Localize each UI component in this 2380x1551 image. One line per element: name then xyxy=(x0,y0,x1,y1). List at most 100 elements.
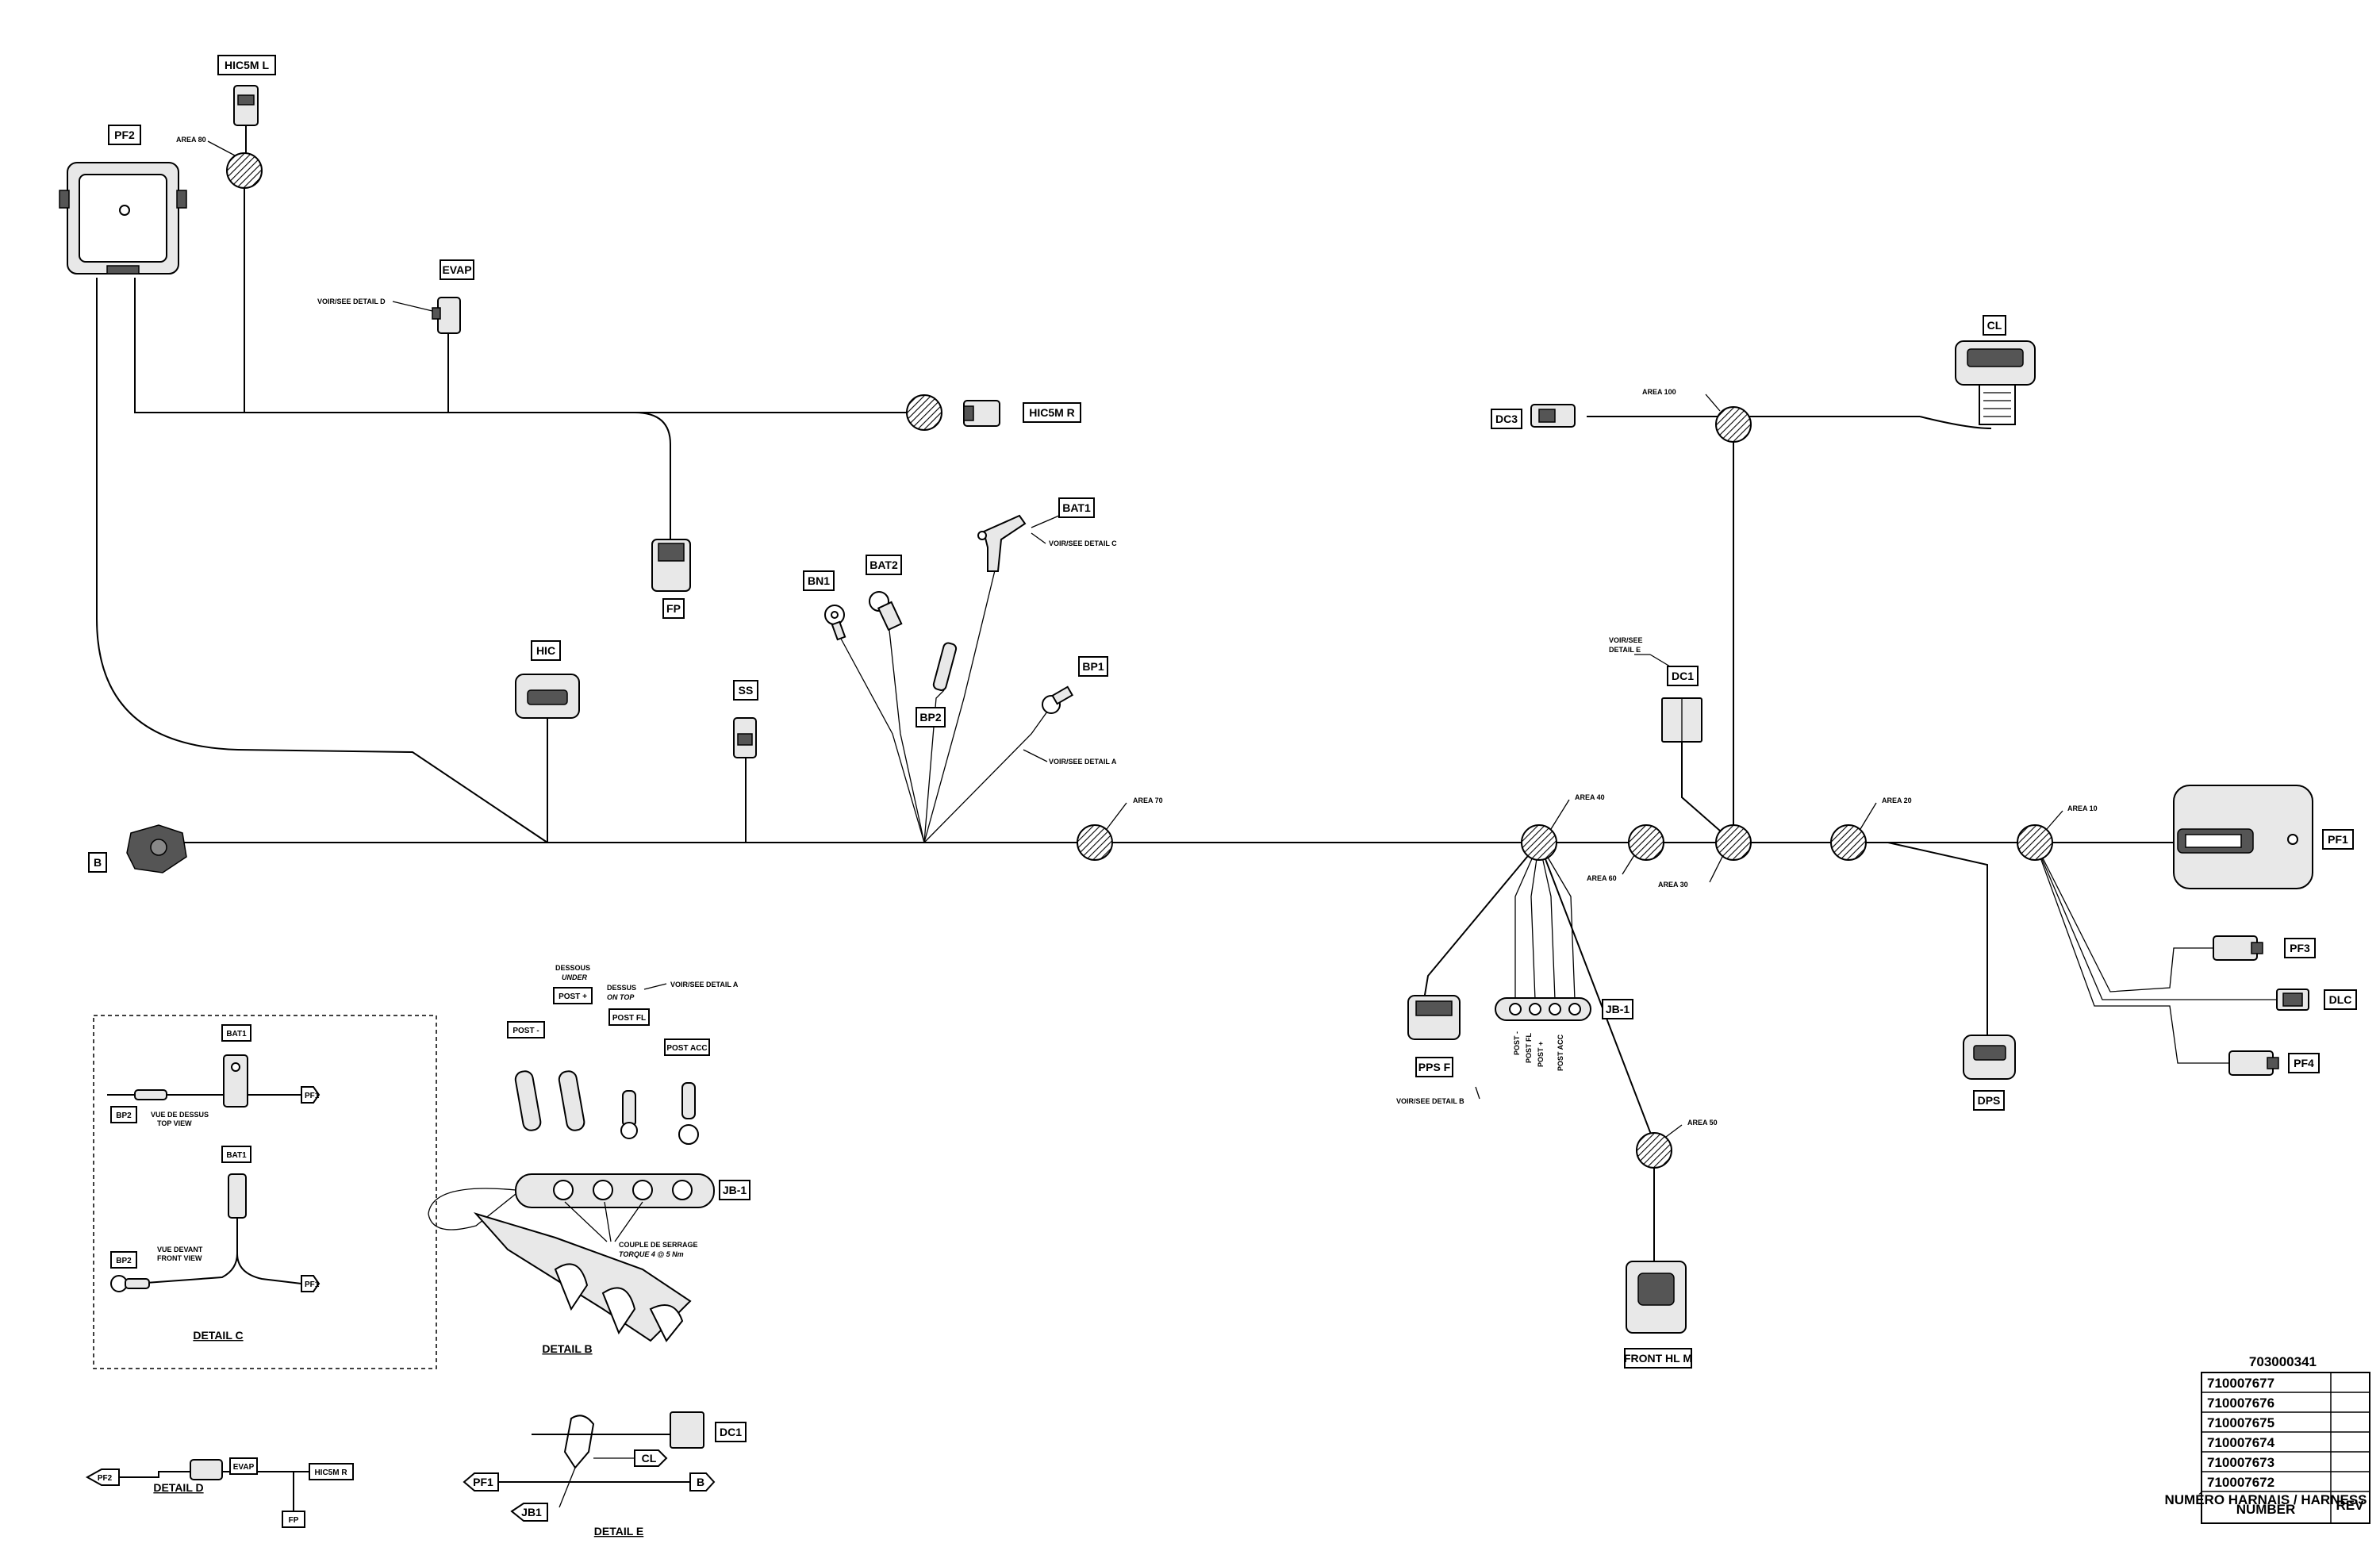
area-100-marker xyxy=(1715,406,1752,443)
svg-text:POST FL: POST FL xyxy=(612,1014,646,1023)
connector-ss: SS xyxy=(733,680,758,758)
svg-text:FRONT VIEW: FRONT VIEW xyxy=(157,1254,202,1262)
area-80-label: AREA 80 xyxy=(176,136,206,144)
harness-number-header-1: NUMÉRO HARNAIS / HARNESS xyxy=(2164,1492,2367,1507)
svg-text:BP2: BP2 xyxy=(919,711,941,724)
connector-pf4: PF4 xyxy=(2228,1050,2320,1076)
svg-text:PF3: PF3 xyxy=(2290,942,2310,954)
area-40-marker xyxy=(1521,824,1557,861)
connector-hic: HIC xyxy=(515,640,580,719)
area-70-label: AREA 70 xyxy=(1133,797,1163,804)
see-detail-e-note-2: DETAIL E xyxy=(1609,646,1641,654)
connector-dc1: VOIR/SEE DETAIL E DC1 xyxy=(1609,636,1702,743)
harness-number-3: 710007675 xyxy=(2207,1415,2274,1430)
svg-text:BN1: BN1 xyxy=(808,574,830,587)
see-detail-d-note: VOIR/SEE DETAIL D xyxy=(317,298,386,305)
detail-d: PF2 EVAP HIC5M R FP DETAIL D xyxy=(85,1457,354,1528)
svg-text:BP2: BP2 xyxy=(116,1111,132,1120)
svg-text:UNDER: UNDER xyxy=(562,973,588,981)
svg-text:HIC5M R: HIC5M R xyxy=(314,1468,347,1477)
harness-number-1: 710007677 xyxy=(2207,1376,2274,1391)
main-harness-wires xyxy=(96,155,2277,1269)
harness-number-4: 710007674 xyxy=(2207,1435,2275,1450)
svg-text:CL: CL xyxy=(642,1452,657,1465)
area-10-label: AREA 10 xyxy=(2067,804,2098,812)
svg-text:PF1: PF1 xyxy=(305,1280,320,1289)
svg-text:PF2: PF2 xyxy=(98,1474,113,1483)
jb1-post-plus: POST + xyxy=(1537,1042,1545,1067)
svg-text:COUPLE DE SERRAGE: COUPLE DE SERRAGE xyxy=(619,1241,698,1249)
svg-text:JB-1: JB-1 xyxy=(1606,1003,1630,1015)
jb1-post-acc: POST ACC xyxy=(1557,1034,1564,1071)
jb1-post-minus: POST - xyxy=(1513,1031,1521,1055)
svg-text:DETAIL C: DETAIL C xyxy=(193,1329,243,1342)
svg-text:VOIR/SEE DETAIL A: VOIR/SEE DETAIL A xyxy=(670,981,739,989)
svg-text:PPS F: PPS F xyxy=(1418,1061,1451,1073)
svg-text:PF1: PF1 xyxy=(305,1092,320,1100)
svg-text:BP1: BP1 xyxy=(1082,660,1104,673)
detail-e: DC1 CL PF1 B JB1 DETAIL E xyxy=(463,1411,747,1538)
svg-text:HIC5M L: HIC5M L xyxy=(225,59,269,71)
harness-number-6: 710007672 xyxy=(2207,1475,2274,1490)
svg-text:CL: CL xyxy=(1987,319,2002,332)
svg-text:DETAIL D: DETAIL D xyxy=(153,1481,203,1494)
svg-text:POST -: POST - xyxy=(512,1027,539,1035)
jb1-post-fl: POST FL xyxy=(1525,1032,1533,1063)
svg-text:HIC: HIC xyxy=(536,644,555,657)
svg-text:VUE DEVANT: VUE DEVANT xyxy=(157,1246,203,1253)
harness-number-5: 710007673 xyxy=(2207,1455,2274,1470)
svg-text:BP2: BP2 xyxy=(116,1257,132,1265)
connector-front-hl-m: FRONT HL M xyxy=(1624,1261,1692,1369)
area-20-marker xyxy=(1830,824,1867,861)
area-10-marker xyxy=(2017,824,2053,861)
svg-text:POST +: POST + xyxy=(559,992,587,1001)
svg-text:BAT2: BAT2 xyxy=(869,559,898,571)
title-block: 703000341 710007677 710007676 710007675 … xyxy=(2164,1354,2370,1524)
area-50-label: AREA 50 xyxy=(1687,1119,1718,1127)
svg-text:DC3: DC3 xyxy=(1495,413,1518,425)
connector-bn1: BN1 xyxy=(803,570,846,641)
connector-pf3: PF3 xyxy=(2213,935,2316,961)
area-30-marker xyxy=(1715,824,1752,861)
connector-b: B xyxy=(88,824,187,873)
svg-text:DLC: DLC xyxy=(2329,993,2352,1006)
svg-text:DC1: DC1 xyxy=(720,1426,742,1438)
svg-text:SS: SS xyxy=(739,684,754,697)
svg-text:B: B xyxy=(697,1476,704,1488)
svg-text:DESSOUS: DESSOUS xyxy=(555,964,590,972)
connector-hic5m-r: HIC5M R xyxy=(963,400,1081,427)
rev-header: REV xyxy=(2336,1498,2365,1513)
connector-dlc: DLC xyxy=(2276,989,2357,1011)
area-50-marker xyxy=(1636,1132,1672,1169)
area-40-label: AREA 40 xyxy=(1575,793,1605,801)
svg-text:PF4: PF4 xyxy=(2294,1057,2314,1069)
connector-dc3: DC3 xyxy=(1491,404,1576,429)
connector-cl: CL xyxy=(1955,315,2036,425)
svg-text:POST ACC: POST ACC xyxy=(666,1044,707,1053)
svg-text:PF1: PF1 xyxy=(473,1476,493,1488)
detail-c: BAT1 PF1 BP2 VUE DE DESSUS TOP VIEW BAT1… xyxy=(93,1015,437,1369)
see-detail-c-note: VOIR/SEE DETAIL C xyxy=(1049,539,1117,547)
label-bp2: BP2 xyxy=(916,707,946,728)
svg-text:JB1: JB1 xyxy=(521,1506,542,1518)
drawing-number: 703000341 xyxy=(2249,1354,2317,1369)
connector-pps-f: PPS F VOIR/SEE DETAIL B xyxy=(1396,995,1480,1105)
connector-fp: FP xyxy=(651,539,691,619)
svg-text:VUE DE DESSUS: VUE DE DESSUS xyxy=(151,1111,209,1119)
svg-text:JB-1: JB-1 xyxy=(723,1184,747,1196)
svg-text:PF1: PF1 xyxy=(2328,833,2348,846)
connector-bat1: BAT1 VOIR/SEE DETAIL C xyxy=(977,497,1117,572)
svg-text:FP: FP xyxy=(666,602,681,615)
connector-jb1: JB-1 POST - POST FL POST + POST ACC xyxy=(1495,997,1633,1071)
svg-text:BAT1: BAT1 xyxy=(226,1151,247,1160)
svg-text:BAT1: BAT1 xyxy=(226,1030,247,1038)
connector-bat2: BAT2 xyxy=(866,555,903,632)
area-100-label: AREA 100 xyxy=(1642,388,1676,396)
terminal-bp2-lead xyxy=(932,642,958,691)
connector-evap: EVAP VOIR/SEE DETAIL D xyxy=(317,259,474,334)
connector-bp1: BP1 VOIR/SEE DETAIL A xyxy=(1023,656,1117,766)
area-20-label: AREA 20 xyxy=(1882,797,1912,804)
area-60-label: AREA 60 xyxy=(1587,874,1617,882)
see-detail-e-note-1: VOIR/SEE xyxy=(1609,636,1643,644)
